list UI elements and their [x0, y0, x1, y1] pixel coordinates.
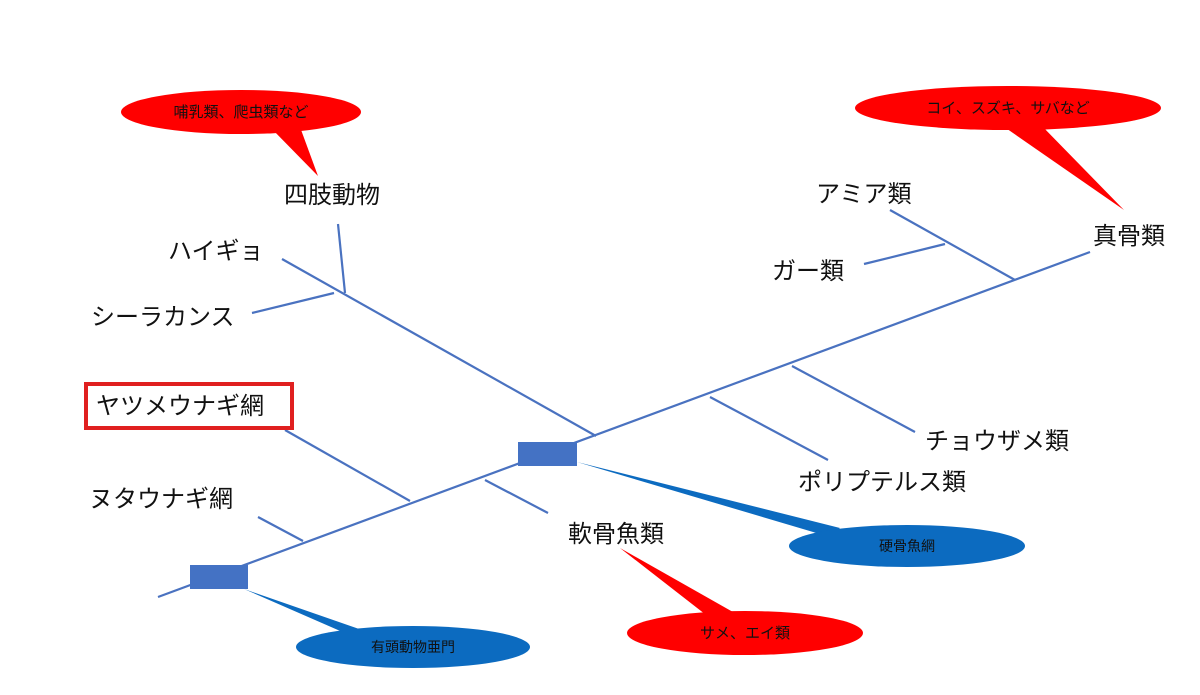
callout-osteichthyes-text: 硬骨魚網 — [879, 539, 935, 555]
branch-hagfish — [257, 516, 304, 542]
branch-lamprey — [284, 429, 411, 502]
label-amia: アミア類 — [816, 180, 912, 208]
node-osteichthyes — [518, 442, 577, 466]
callout-vertebrata: 有頭動物亜門 — [244, 589, 530, 668]
label-lamprey: ヤツメウナギ網 — [96, 392, 264, 420]
node-vertebrata — [190, 565, 248, 589]
callout-mammals-reptiles: 哺乳類、爬虫類など — [121, 90, 361, 176]
label-tetrapods: 四肢動物 — [284, 181, 380, 209]
branch-cartilaginous — [484, 479, 549, 514]
callout-osteichthyes: 硬骨魚網 — [577, 462, 1025, 567]
label-hagfish: ヌタウナギ網 — [89, 485, 233, 513]
branch-sturgeon — [791, 365, 916, 433]
branch-tetrapods — [336, 223, 347, 294]
branch-sarcopterygii — [281, 258, 597, 437]
callout-teleost-examples: コイ、スズキ、サバなど — [855, 86, 1161, 210]
callout-sharks-rays: サメ、エイ類 — [620, 548, 863, 655]
label-teleost: 真骨類 — [1093, 222, 1165, 250]
label-coelacanth: シーラカンス — [91, 303, 235, 331]
branch-polypterus — [709, 396, 829, 461]
label-lungfish: ハイギョ — [168, 237, 264, 265]
main-trunk — [157, 250, 1091, 599]
highlight-frame-lamprey — [84, 382, 294, 430]
callout-teleost-examples-text: コイ、スズキ、サバなど — [926, 99, 1090, 117]
label-gar: ガー類 — [772, 257, 844, 285]
branch-coelacanth — [251, 291, 335, 315]
callout-mammals-reptiles-text: 哺乳類、爬虫類など — [173, 103, 308, 121]
label-polypterus: ポリプテルス類 — [798, 468, 966, 496]
callout-vertebrata-text: 有頭動物亜門 — [371, 640, 455, 656]
branch-gar — [863, 242, 946, 266]
label-sturgeon: チョウザメ類 — [925, 427, 1069, 455]
label-cartilaginous: 軟骨魚類 — [568, 520, 664, 548]
callout-sharks-rays-text: サメ、エイ類 — [700, 624, 790, 642]
branch-holostei — [889, 209, 1016, 281]
